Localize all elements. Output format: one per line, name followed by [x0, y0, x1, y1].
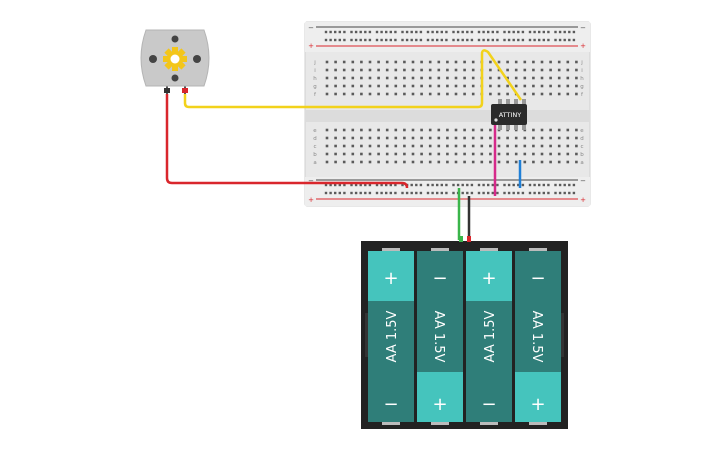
- row-letter: d: [580, 136, 584, 142]
- row-letter: c: [580, 144, 583, 150]
- rail-minus-sign: −: [580, 24, 586, 32]
- center-channel: [305, 110, 590, 122]
- rail-plus-sign: +: [580, 42, 586, 50]
- battery-lead-green: [459, 236, 463, 242]
- wire-yellow[interactable]: [183, 49, 523, 109]
- cell-plus-sign: +: [481, 268, 496, 289]
- cell-label: AA 1.5V: [529, 311, 544, 363]
- row-letter: b: [313, 152, 317, 158]
- rail-minus-sign: −: [308, 177, 314, 185]
- battery-cells: + − AA 1.5V − + AA 1.5V + − AA 1.5V − + AA 1.5V: [368, 248, 561, 425]
- cell-label: AA 1.5V: [483, 310, 498, 362]
- wires: [165, 49, 523, 240]
- motor-screw-right: [193, 55, 201, 63]
- rail-plus-sign: +: [580, 196, 586, 204]
- breadboard-holes: [324, 30, 578, 195]
- motor-screw-left: [149, 55, 157, 63]
- row-letter: a: [580, 160, 583, 166]
- chip-body: [491, 104, 527, 125]
- motor-screw-bottom: [171, 74, 179, 82]
- row-letter: d: [313, 136, 317, 142]
- cell-minus-sign: −: [530, 268, 545, 289]
- cell-plus-sign: +: [383, 268, 398, 289]
- cell-minus-sign: −: [432, 268, 447, 289]
- row-letter: e: [313, 128, 317, 134]
- row-letter: g: [313, 84, 317, 90]
- row-letter: i: [581, 68, 583, 74]
- rail-minus-sign: −: [308, 24, 314, 32]
- chip-label: ATTINY: [499, 111, 522, 119]
- row-letter: f: [314, 92, 317, 98]
- row-letter: j: [580, 60, 583, 66]
- row-letter: h: [580, 76, 584, 82]
- row-letter: e: [580, 128, 584, 134]
- row-letter: a: [313, 160, 316, 166]
- battery-pack[interactable]: + − AA 1.5V − + AA 1.5V + − AA 1.5V − + AA 1.5V: [361, 236, 568, 429]
- cell-label: AA 1.5V: [385, 310, 400, 362]
- dc-motor[interactable]: [140, 29, 210, 94]
- wire-red[interactable]: [165, 94, 409, 189]
- cell-minus-sign: −: [383, 394, 398, 415]
- cell-minus-sign: −: [481, 394, 496, 415]
- cell-label: AA 1.5V: [431, 311, 446, 363]
- battery-cell: + − AA 1.5V: [466, 248, 512, 425]
- bottom-power-rail-area: [305, 177, 590, 206]
- cell-plus-sign: +: [530, 394, 545, 415]
- attiny-chip[interactable]: ATTINY: [491, 99, 527, 130]
- battery-cell: + − AA 1.5V: [368, 248, 414, 425]
- row-letter: i: [314, 68, 316, 74]
- row-letter: b: [580, 152, 584, 158]
- row-letter: c: [313, 144, 316, 150]
- battery-cell: − + AA 1.5V: [417, 248, 463, 425]
- battery-lead-red: [467, 236, 471, 242]
- row-letter: f: [581, 92, 584, 98]
- row-letter: g: [580, 84, 584, 90]
- motor-terminal-left: [164, 88, 170, 93]
- rail-signs: − + − + − + − +: [308, 24, 586, 204]
- motor-gear-icon: [163, 47, 187, 71]
- rail-plus-sign: +: [308, 42, 314, 50]
- cell-plus-sign: +: [432, 394, 447, 415]
- motor-terminal-right: [182, 88, 188, 93]
- chip-pin1-marker: [494, 118, 498, 122]
- rail-plus-sign: +: [308, 196, 314, 204]
- row-letter: j: [313, 60, 316, 66]
- rail-minus-sign: −: [580, 177, 586, 185]
- battery-cell: − + AA 1.5V: [515, 248, 561, 425]
- motor-screw-top: [171, 35, 179, 43]
- row-letter: h: [313, 76, 317, 82]
